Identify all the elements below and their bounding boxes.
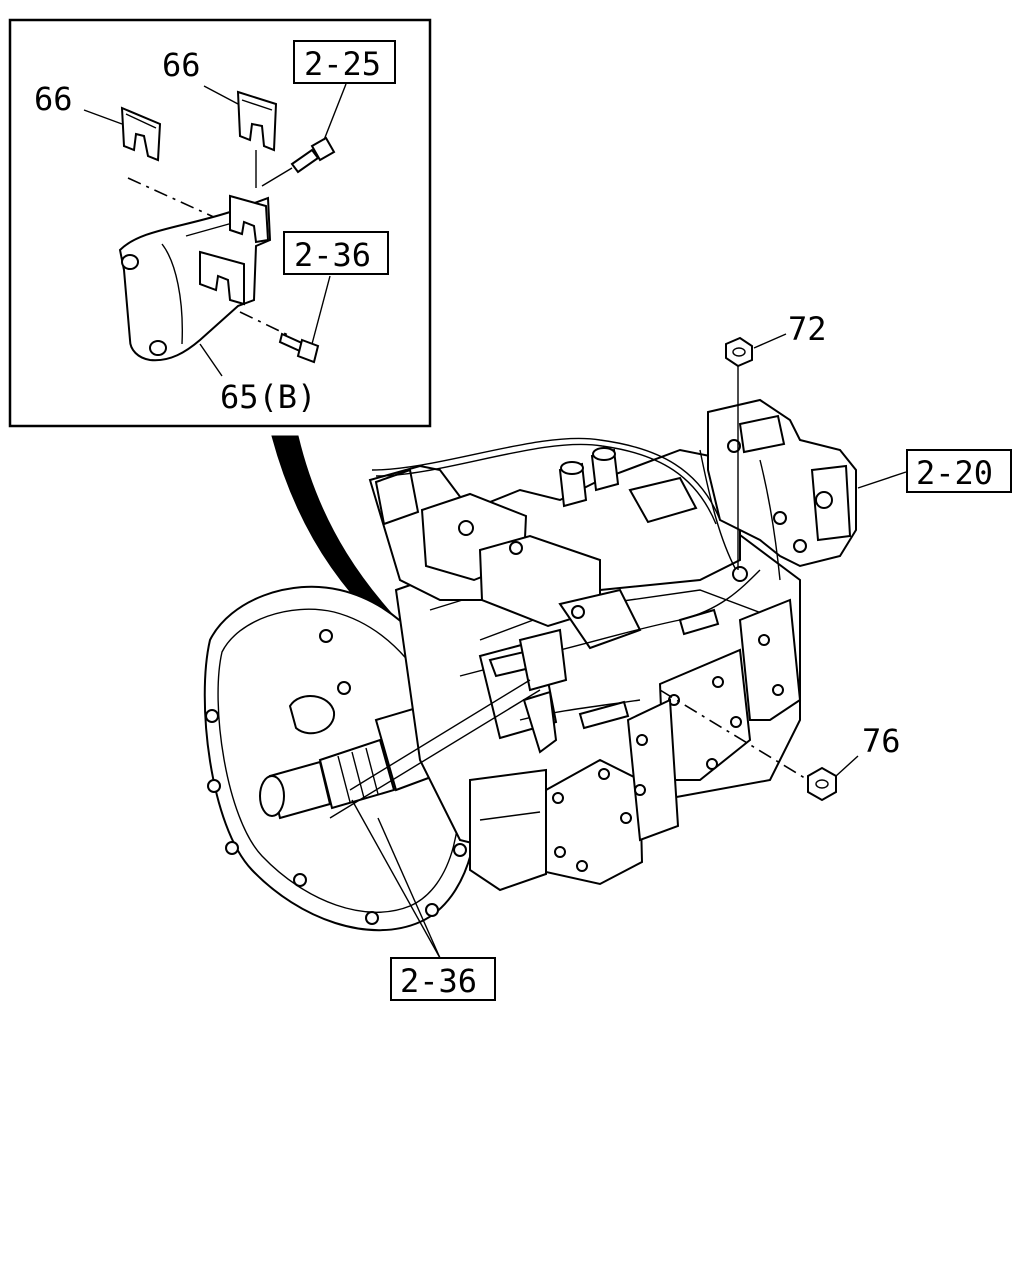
clip-66-right — [236, 90, 278, 188]
transmission-assembly — [203, 398, 907, 932]
callout-65b: 65(B) — [220, 378, 316, 416]
inset-detail: 66 66 65(B) 2-25 2-36 — [8, 18, 432, 428]
cable-brackets — [518, 628, 568, 754]
bracket-65b — [118, 194, 291, 362]
ref-2-20[interactable]: 2-20 — [916, 454, 993, 492]
callout-66-right: 66 — [162, 46, 201, 84]
ref-box-2-36-main — [390, 957, 496, 1001]
bolt-2-36-inset — [278, 275, 331, 364]
ref-box-2-20 — [906, 449, 1012, 493]
lower-case — [469, 768, 547, 892]
ref-2-36-inset[interactable]: 2-36 — [294, 236, 371, 274]
rear-valve-unit — [707, 398, 907, 568]
callout-72: 72 — [788, 310, 827, 348]
callout-66-left: 66 — [34, 80, 73, 118]
nut-76 — [659, 689, 859, 802]
bolt-2-25 — [261, 83, 347, 187]
leaders-2-36-main — [329, 679, 541, 959]
callout-76: 76 — [862, 722, 901, 760]
nut-72 — [725, 333, 787, 570]
pto-cover — [545, 698, 680, 886]
ref-2-36-main[interactable]: 2-36 — [400, 962, 477, 1000]
ref-box-2-25 — [293, 40, 396, 84]
shift-housing — [368, 447, 741, 650]
cable-harness — [371, 437, 781, 730]
ref-2-25[interactable]: 2-25 — [304, 45, 381, 83]
ref-box-2-36-inset — [283, 231, 389, 275]
